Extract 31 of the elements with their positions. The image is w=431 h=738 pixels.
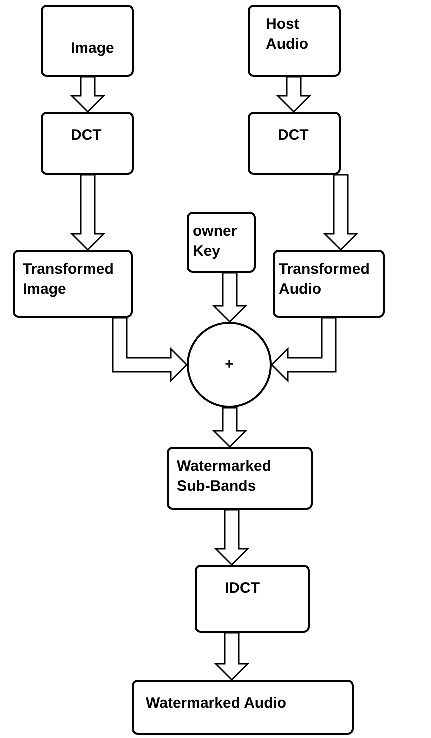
- box-label: Transformed Audio: [279, 260, 371, 299]
- box-label: Host Audio: [266, 15, 310, 54]
- box-label: IDCT: [225, 579, 260, 598]
- process-box: [41, 112, 134, 175]
- box-label: Image: [71, 39, 114, 59]
- block-arrow: [214, 632, 250, 682]
- block-arrow: [70, 76, 106, 114]
- block-arrow: [70, 174, 106, 252]
- box-label: DCT: [71, 126, 102, 146]
- process-box: [187, 212, 256, 273]
- box-label: DCT: [278, 126, 309, 146]
- process-box: [167, 447, 313, 510]
- block-arrow: [212, 407, 248, 448]
- process-box: [273, 250, 385, 318]
- box-label: owner Key: [193, 222, 238, 261]
- process-box: [13, 250, 133, 318]
- process-box: [41, 5, 134, 77]
- process-box: [248, 5, 341, 77]
- box-label: Transformed Image: [23, 260, 115, 299]
- process-box: [195, 565, 310, 633]
- box-label: +: [225, 355, 234, 375]
- block-arrow: [214, 509, 250, 566]
- box-label: Watermarked Audio: [146, 694, 287, 714]
- block-arrow: [212, 272, 248, 324]
- block-arrow: [323, 174, 359, 252]
- process-box: [132, 680, 354, 735]
- block-arrow: [270, 317, 337, 383]
- block-arrow: [112, 317, 188, 383]
- box-label: Watermarked Sub-Bands: [177, 457, 272, 496]
- block-arrow: [276, 76, 312, 114]
- process-box: [248, 112, 341, 175]
